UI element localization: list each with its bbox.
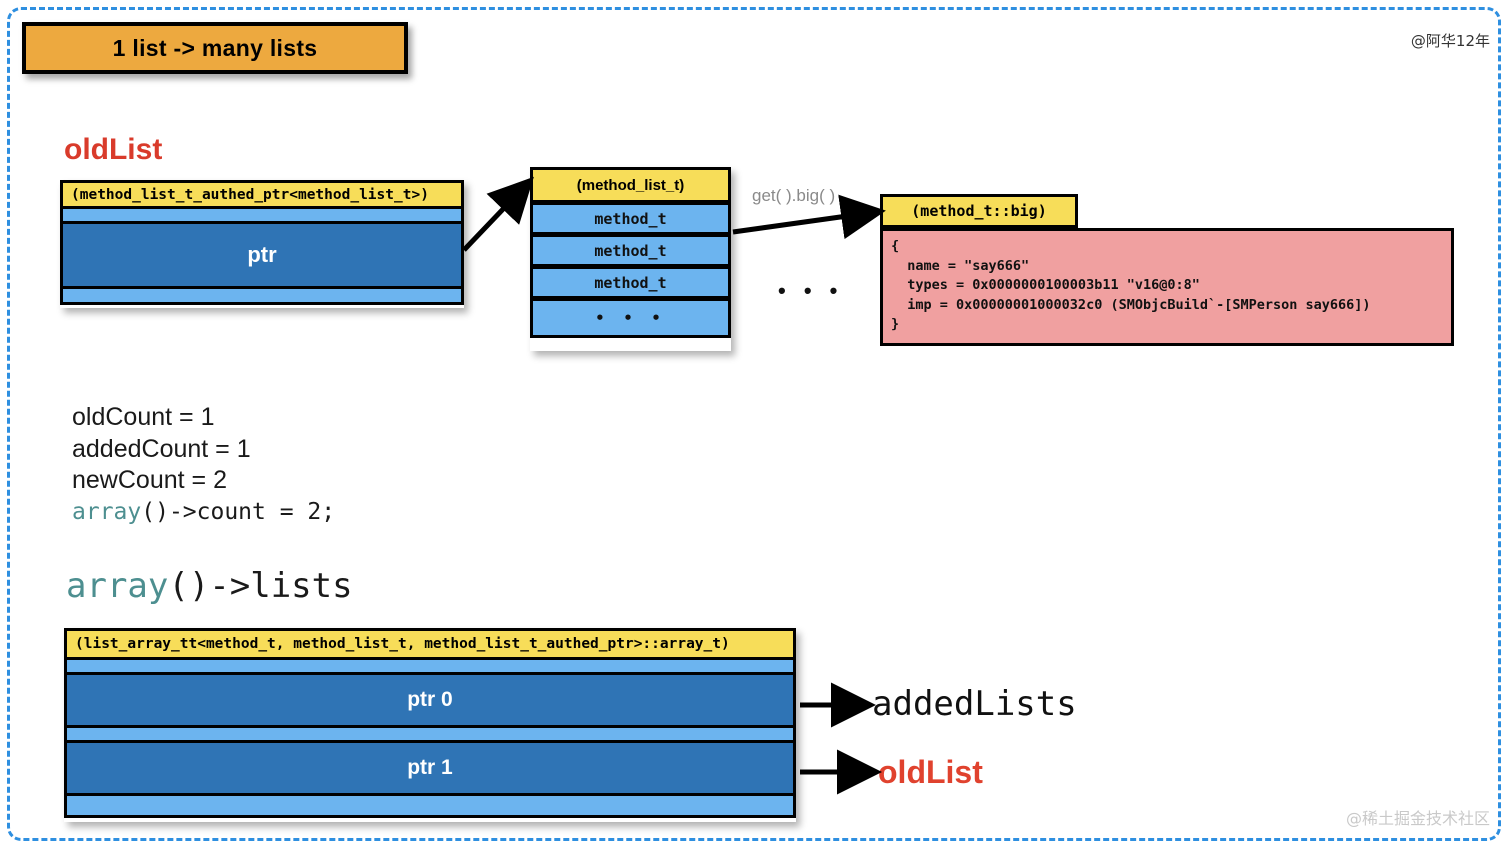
old-list-struct-box: (method_list_t_authed_ptr<method_list_t>… bbox=[60, 180, 464, 308]
title-banner: 1 list -> many lists bbox=[22, 22, 408, 74]
array-count-rest: ()->count = 2; bbox=[141, 498, 336, 525]
array-lists-struct-box: (list_array_tt<method_t, method_list_t, … bbox=[64, 628, 796, 822]
old-list-label: oldList bbox=[64, 133, 163, 166]
method-list-row-1: method_t bbox=[530, 234, 731, 267]
old-count-line: oldCount = 1 bbox=[72, 403, 215, 431]
array-lists-heading-rest: ()->lists bbox=[168, 566, 353, 606]
method-t-big-type-header: (method_t::big) bbox=[880, 194, 1078, 228]
array-count-fn: array bbox=[72, 498, 142, 525]
array-lists-type-header: (list_array_tt<method_t, method_list_t, … bbox=[64, 628, 796, 660]
old-list-ptr-cell: ptr bbox=[60, 221, 464, 289]
counts-block: oldCount = 1 addedCount = 1 newCount = 2… bbox=[72, 402, 335, 528]
method-list-row-0: method_t bbox=[530, 202, 731, 235]
array-count-line: array()->count = 2; bbox=[72, 497, 335, 529]
method-list-t-struct-box: (method_list_t) method_t method_t method… bbox=[530, 167, 731, 351]
new-count-line: newCount = 2 bbox=[72, 466, 227, 494]
array-lists-strip-mid bbox=[64, 728, 796, 740]
arrow-methodlist-to-methodbig bbox=[732, 194, 886, 240]
arrow-oldlist-to-methodlist bbox=[462, 176, 534, 252]
old-list-target-label: oldList bbox=[878, 754, 983, 790]
old-list-strip-bottom bbox=[60, 289, 464, 305]
added-lists-label: addedLists bbox=[872, 684, 1077, 724]
old-list-strip-top bbox=[60, 209, 464, 221]
method-list-row-ellipsis: • • • bbox=[530, 298, 731, 338]
added-count-line: addedCount = 1 bbox=[72, 434, 251, 463]
middle-ellipsis: • • • bbox=[778, 278, 844, 303]
title-banner-label: 1 list -> many lists bbox=[112, 34, 318, 61]
array-lists-slot-1: ptr 1 bbox=[64, 740, 796, 796]
array-lists-heading: array()->lists bbox=[66, 566, 353, 606]
watermark-top-right: @阿华12年 bbox=[1410, 32, 1490, 50]
get-big-edge-label: get( ).big( ) bbox=[752, 186, 836, 205]
old-list-type-header: (method_list_t_authed_ptr<method_list_t>… bbox=[60, 180, 464, 209]
array-lists-slot-0: ptr 0 bbox=[64, 672, 796, 728]
array-lists-strip-top bbox=[64, 660, 796, 672]
watermark-bottom-right: @稀土掘金技术社区 bbox=[1345, 809, 1490, 828]
array-lists-heading-fn: array bbox=[66, 566, 169, 606]
method-list-row-2: method_t bbox=[530, 266, 731, 299]
array-lists-strip-bottom bbox=[64, 796, 796, 818]
method-t-big-body: { name = "say666" types = 0x000000010000… bbox=[880, 228, 1454, 346]
method-list-t-type-header: (method_list_t) bbox=[530, 167, 731, 203]
